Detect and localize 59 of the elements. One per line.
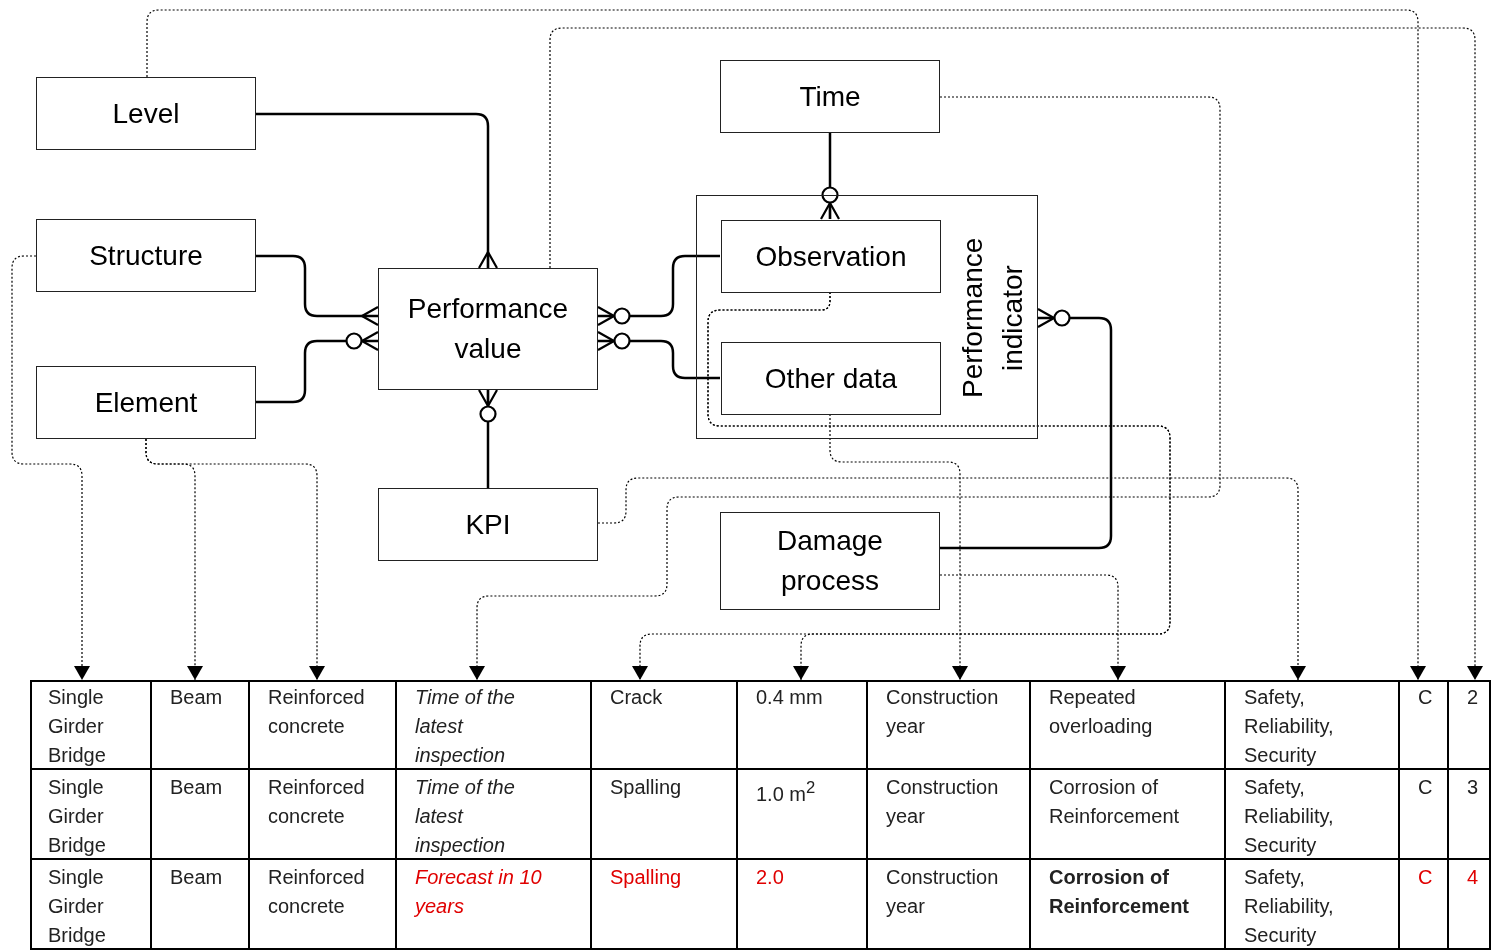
- relationship-line: [477, 388, 499, 488]
- relationship-line: [596, 330, 720, 380]
- table-cell: Construction year: [868, 680, 1031, 770]
- table-cell: C: [1400, 680, 1449, 770]
- table-cell: Corrosion of Reinforcement: [1031, 770, 1226, 860]
- dotted-arrow: [597, 477, 1306, 681]
- table-cell: 4: [1449, 860, 1491, 950]
- entity-box: Element: [36, 366, 256, 439]
- table-cell: 1.0 m$^{2}$: [738, 770, 868, 860]
- table-cell: Single Girder Bridge: [30, 770, 152, 860]
- table-cell: Forecast in 10 years: [397, 860, 592, 950]
- table-cell: Safety, Reliability, Security: [1226, 680, 1400, 770]
- entity-box: KPI: [378, 488, 598, 561]
- entity-box: Observation: [721, 220, 941, 293]
- table-cell: 2.0: [738, 860, 868, 950]
- table-cell: Construction year: [868, 770, 1031, 860]
- relationship-line: [940, 307, 1113, 550]
- table-cell: Corrosion of Reinforcement: [1031, 860, 1226, 950]
- relationship-line: [256, 330, 380, 404]
- table-cell: Reinforced concrete: [250, 860, 397, 950]
- table-cell: Reinforced concrete: [250, 770, 397, 860]
- entity-box: Time: [720, 60, 940, 133]
- table-cell: Crack: [592, 680, 738, 770]
- table-cell: Spalling: [592, 770, 738, 860]
- group-box: [696, 195, 1038, 439]
- relationship-line: [256, 112, 499, 270]
- relationship-line: [256, 254, 380, 327]
- entity-box: Other data: [721, 342, 941, 415]
- table-cell: Construction year: [868, 860, 1031, 950]
- table-cell: 2: [1449, 680, 1491, 770]
- dotted-arrow: [145, 438, 325, 681]
- table-cell: Spalling: [592, 860, 738, 950]
- group-label: Performance indicator: [956, 236, 1029, 401]
- dotted-arrow: [11, 255, 90, 681]
- table-cell: Beam: [152, 860, 250, 950]
- table-cell: 3: [1449, 770, 1491, 860]
- table-cell: Single Girder Bridge: [30, 860, 152, 950]
- relationship-line: [596, 254, 720, 327]
- table-cell: Safety, Reliability, Security: [1226, 860, 1400, 950]
- dotted-arrow: [469, 96, 1221, 681]
- dotted-arrow: [146, 9, 1426, 681]
- table-cell: Beam: [152, 680, 250, 770]
- table-cell: C: [1400, 860, 1449, 950]
- entity-box: Structure: [36, 219, 256, 292]
- table-cell: Time of the latest inspection: [397, 680, 592, 770]
- entity-box: Level: [36, 77, 256, 150]
- dotted-arrow: [549, 27, 1483, 681]
- table-cell: Safety, Reliability, Security: [1226, 770, 1400, 860]
- table-cell: 0.4 mm: [738, 680, 868, 770]
- table-cell: Reinforced concrete: [250, 680, 397, 770]
- table-cell: C: [1400, 770, 1449, 860]
- table-cell: Repeated overloading: [1031, 680, 1226, 770]
- entity-box: Damage process: [720, 512, 940, 610]
- table-cell: Single Girder Bridge: [30, 680, 152, 770]
- table-cell: Time of the latest inspection: [397, 770, 592, 860]
- table-cell: Beam: [152, 770, 250, 860]
- dotted-arrow: [939, 574, 1126, 681]
- entity-box: Performance value: [378, 268, 598, 390]
- relationship-line: [819, 133, 841, 221]
